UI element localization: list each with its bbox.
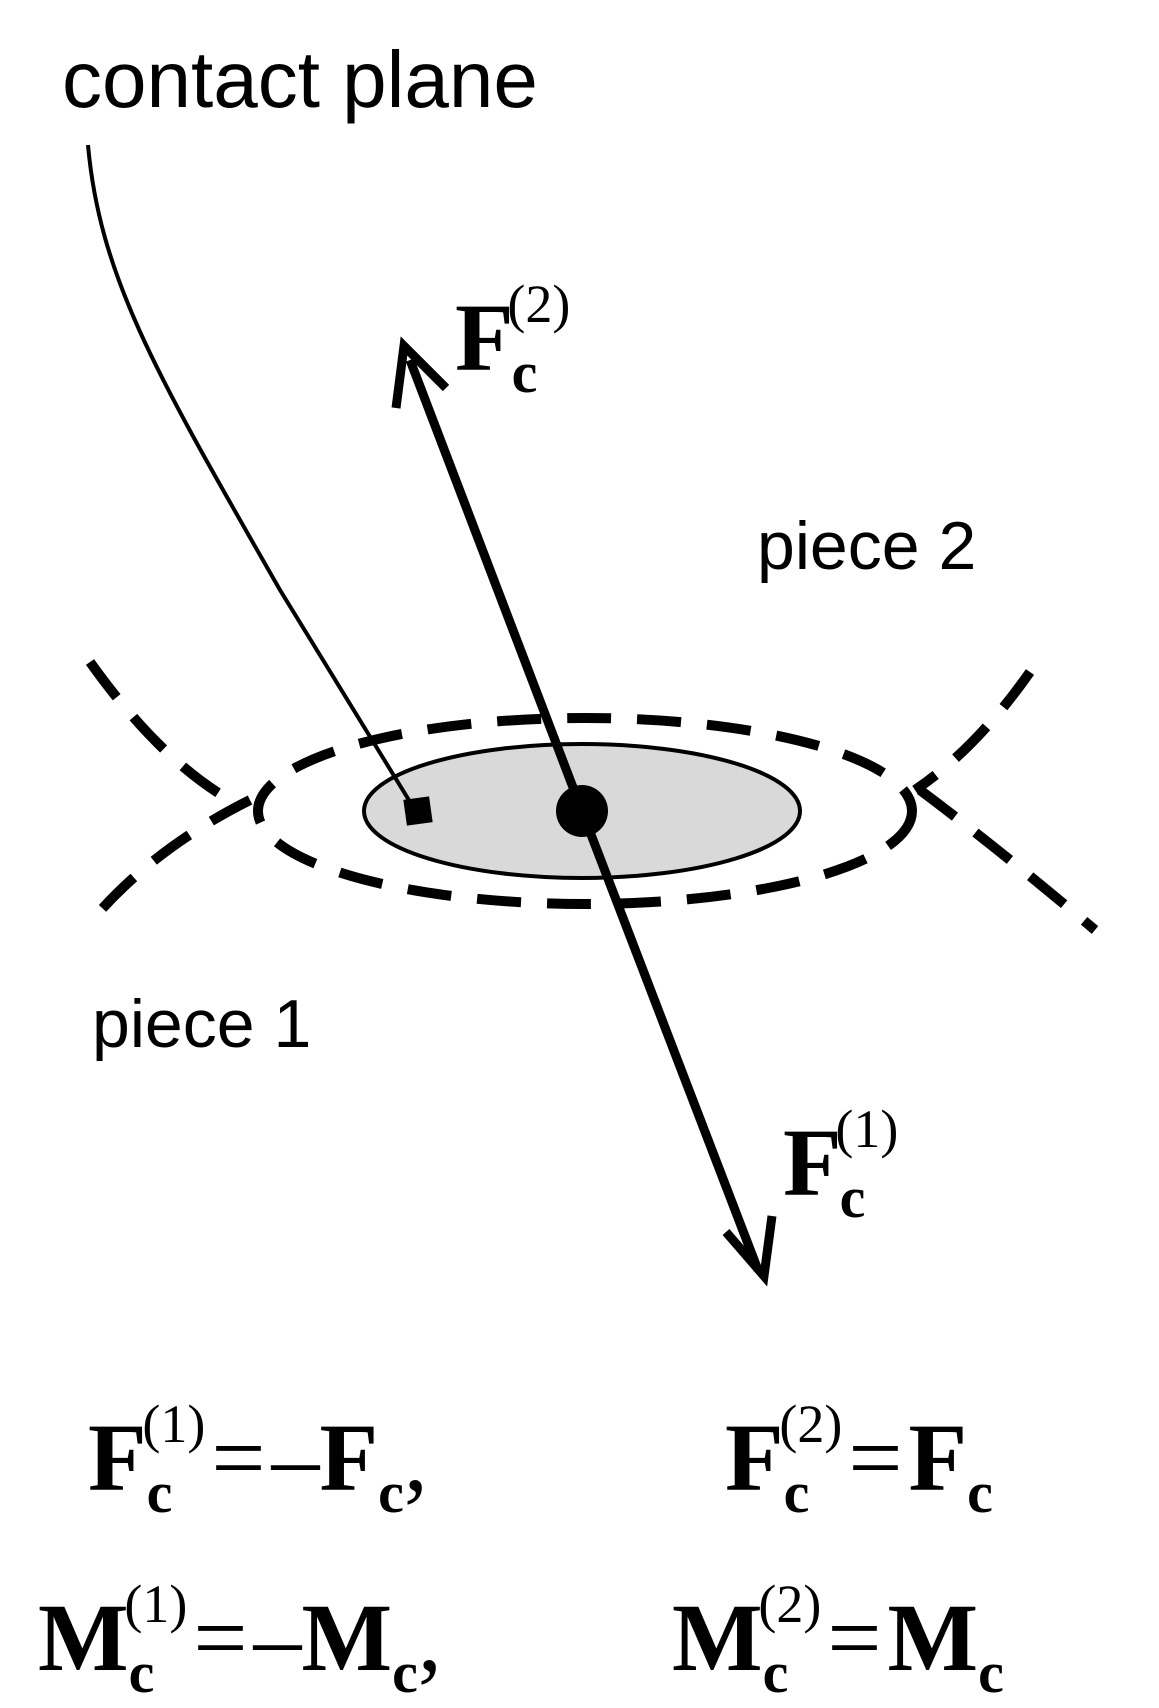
contact-zone-dashed-outline [253, 713, 917, 909]
eq-operator: = [193, 1584, 248, 1691]
piece-boundary-left-upper [85, 659, 233, 805]
eq-lhs-symbol: M [38, 1584, 129, 1691]
eq-operator: = [848, 1404, 903, 1511]
equation-force-piece-1: Fc(1)=–Fc, [88, 1397, 428, 1522]
equation-moment-piece-1: Mc(1)=–Mc, [38, 1577, 442, 1702]
eq-lhs-subscript: c [128, 1640, 155, 1705]
force-symbol: F [455, 284, 514, 391]
eq-lhs-subscript: c [146, 1460, 173, 1525]
piece-2-label: piece 2 [757, 508, 977, 584]
force-arrow-lower-head [722, 1215, 777, 1287]
eq-comma: , [403, 1404, 428, 1511]
eq-rhs-subscript: c [967, 1460, 993, 1525]
force-symbol: F [783, 1109, 842, 1216]
piece-1-label: piece 1 [92, 986, 312, 1062]
eq-lhs-superscript: (2) [779, 1394, 843, 1454]
piece-boundary-right-lower [916, 786, 1099, 934]
force-arrow-upper-head [391, 336, 450, 409]
eq-rhs-symbol: F [319, 1404, 379, 1511]
eq-lhs-symbol: M [672, 1584, 763, 1691]
eq-operator: = [827, 1584, 882, 1691]
eq-rhs-subscript: c [392, 1640, 418, 1705]
eq-rhs-subscript: c [378, 1460, 404, 1525]
eq-comma: , [417, 1584, 442, 1691]
eq-lhs-superscript: (1) [142, 1394, 206, 1454]
contact-plane-leader-line [86, 144, 417, 812]
force-subscript: c [839, 1165, 866, 1230]
contact-plane-label: contact plane [62, 35, 538, 124]
eq-sign: – [253, 1584, 302, 1691]
eq-lhs-subscript: c [783, 1460, 810, 1525]
eq-lhs-symbol: F [88, 1404, 147, 1511]
eq-lhs-superscript: (1) [124, 1574, 188, 1634]
eq-sign: – [271, 1404, 320, 1511]
force-arrow-lower-shaft [577, 809, 763, 1272]
eq-operator: = [211, 1404, 266, 1511]
contact-point [556, 785, 608, 837]
eq-lhs-subscript: c [762, 1640, 789, 1705]
force-label-lower: Fc(1) [783, 1102, 898, 1227]
eq-rhs-subscript: c [978, 1640, 1004, 1705]
eq-lhs-superscript: (2) [758, 1574, 822, 1634]
equation-moment-piece-2: Mc(2)=Mc [672, 1577, 1004, 1702]
force-subscript: c [511, 340, 538, 405]
equation-force-piece-2: Fc(2)=Fc [725, 1397, 993, 1522]
eq-rhs-symbol: F [908, 1404, 968, 1511]
piece-boundary-right-upper [912, 669, 1035, 795]
force-superscript: (2) [507, 274, 571, 334]
force-arrow-upper-shaft [405, 358, 587, 813]
eq-rhs-symbol: M [301, 1584, 393, 1691]
eq-lhs-symbol: F [725, 1404, 784, 1511]
contact-plane-leader-marker [403, 796, 433, 826]
piece-boundary-left-lower [84, 795, 253, 929]
force-superscript: (1) [835, 1099, 899, 1159]
force-label-upper: Fc(2) [455, 277, 570, 402]
eq-rhs-symbol: M [887, 1584, 979, 1691]
